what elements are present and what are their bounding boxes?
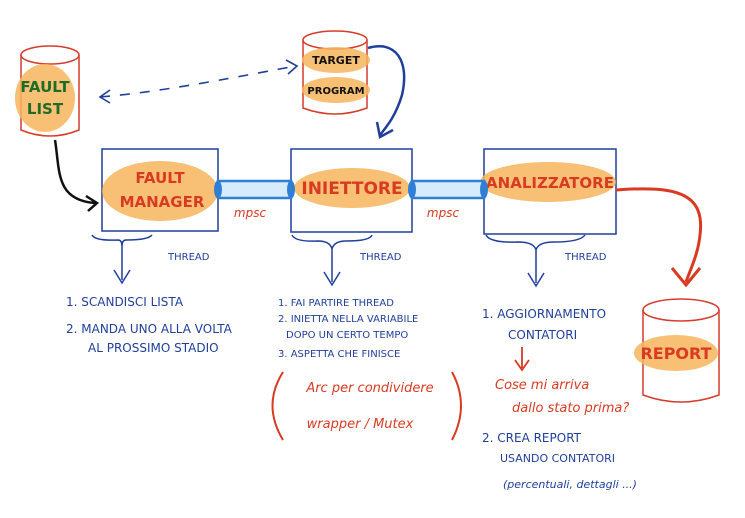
an-step-1: 1. AGGIORNAMENTO bbox=[482, 307, 606, 321]
iniettore-steps: 1. FAI PARTIRE THREAD 2. INIETTA NELLA V… bbox=[278, 298, 418, 360]
inj-note-line-1: Arc per condividere bbox=[305, 381, 433, 396]
report-store: REPORT bbox=[634, 298, 720, 403]
inj-step-2: 2. INIETTA NELLA VARIABILE bbox=[278, 314, 418, 325]
an-note-line-2: dallo stato prima? bbox=[512, 401, 629, 416]
thread-brace-3 bbox=[485, 234, 586, 288]
fm-step-2-cont: AL PROSSIMO STADIO bbox=[88, 341, 219, 355]
analizzatore-box: ANALIZZATORE bbox=[480, 148, 617, 235]
inj-step-1: 1. FAI PARTIRE THREAD bbox=[278, 298, 394, 309]
thread-label-1: THREAD bbox=[167, 252, 210, 263]
fault-list-to-manager-arrow bbox=[53, 139, 100, 212]
an-step-2-cont: USANDO CONTATORI bbox=[500, 452, 615, 465]
analizzatore-to-report-arrow bbox=[615, 187, 703, 288]
analizzatore-steps: 1. AGGIORNAMENTO CONTATORI Cose mi arriv… bbox=[482, 307, 637, 491]
iniettore-label: INIETTORE bbox=[301, 179, 402, 199]
inj-step-3: 3. ASPETTA CHE FINISCE bbox=[278, 349, 400, 360]
channel-label-2: mpsc bbox=[427, 206, 460, 220]
an-step-2: 2. CREA REPORT bbox=[482, 431, 582, 445]
an-step-1-cont: CONTATORI bbox=[508, 328, 577, 342]
an-red-arrow bbox=[514, 347, 530, 372]
fault-manager-label-2: MANAGER bbox=[120, 193, 205, 211]
channel-pipe-2 bbox=[408, 179, 488, 200]
analizzatore-label: ANALIZZATORE bbox=[486, 174, 614, 192]
channel-pipe-1 bbox=[214, 179, 295, 200]
fault-list-store: FAULT LIST bbox=[15, 45, 80, 137]
fault-list-label-2: LIST bbox=[27, 100, 64, 118]
thread-brace-1 bbox=[91, 234, 153, 285]
target-label: TARGET bbox=[312, 54, 360, 67]
program-label: PROGRAM bbox=[307, 86, 364, 97]
thread-label-2: THREAD bbox=[359, 252, 402, 263]
iniettore-note: Arc per condividere wrapper / Mutex bbox=[271, 371, 462, 441]
fault-manager-label-1: FAULT bbox=[135, 169, 185, 187]
iniettore-box: INIETTORE bbox=[290, 148, 413, 233]
thread-brace-2 bbox=[291, 234, 373, 287]
dashed-link-arrow bbox=[98, 59, 299, 104]
fault-manager-box: FAULT MANAGER bbox=[101, 148, 219, 232]
an-note-line-1: Cose mi arriva bbox=[495, 378, 589, 393]
an-step-2-detail: (percentuali, dettagli ...) bbox=[503, 478, 637, 491]
fault-manager-steps: 1. SCANDISCI LISTA 2. MANDA UNO ALLA VOL… bbox=[66, 295, 233, 355]
target-to-iniettore-arrow bbox=[367, 45, 406, 139]
fm-step-2: 2. MANDA UNO ALLA VOLTA bbox=[66, 322, 233, 336]
fault-list-label-1: FAULT bbox=[20, 78, 70, 96]
inj-step-2-cont: DOPO UN CERTO TEMPO bbox=[286, 330, 408, 341]
thread-label-3: THREAD bbox=[564, 252, 607, 263]
target-program-store: TARGET PROGRAM bbox=[302, 30, 370, 115]
fm-step-1: 1. SCANDISCI LISTA bbox=[66, 295, 184, 309]
report-label: REPORT bbox=[640, 344, 711, 363]
channel-label-1: mpsc bbox=[234, 206, 267, 220]
inj-note-line-2: wrapper / Mutex bbox=[307, 417, 414, 432]
